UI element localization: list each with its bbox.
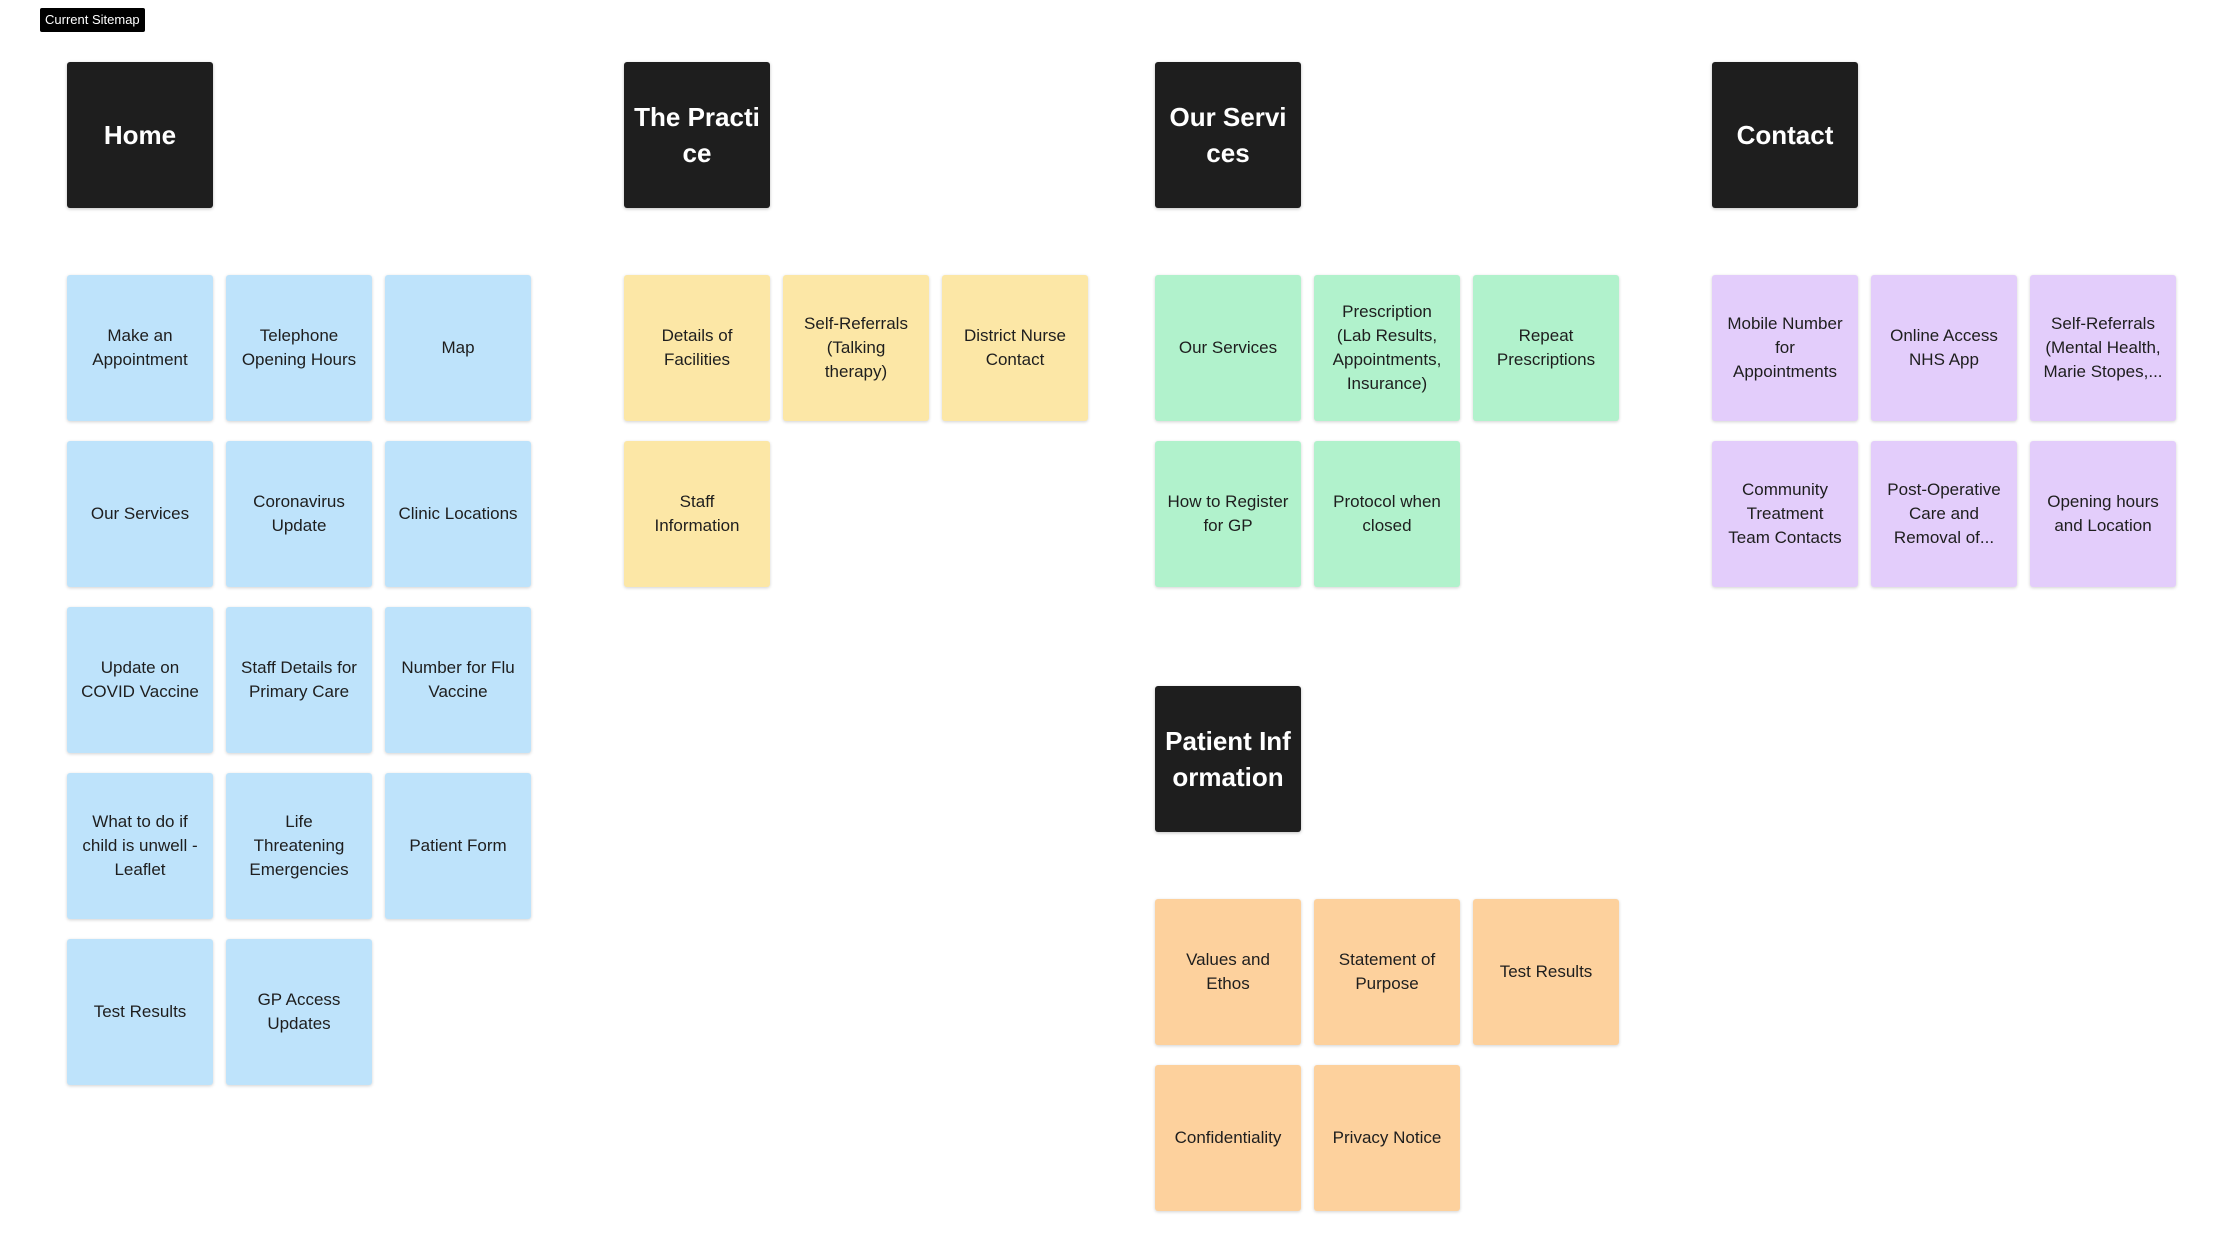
sticky-note[interactable]: Test Results xyxy=(1473,899,1619,1045)
sticky-note[interactable]: District Nurse Contact xyxy=(942,275,1088,421)
sticky-note[interactable]: Test Results xyxy=(67,939,213,1085)
sticky-note[interactable]: Values and Ethos xyxy=(1155,899,1301,1045)
sticky-note[interactable]: Staff Information xyxy=(624,441,770,587)
sticky-note[interactable]: Repeat Prescriptions xyxy=(1473,275,1619,421)
sticky-note[interactable]: Coronavirus Update xyxy=(226,441,372,587)
sticky-note[interactable]: Self-Referrals (Mental Health, Marie Sto… xyxy=(2030,275,2176,421)
sticky-note[interactable]: Patient Form xyxy=(385,773,531,919)
sticky-note[interactable]: Make an Appointment xyxy=(67,275,213,421)
sticky-note[interactable]: Post-Operative Care and Removal of... xyxy=(1871,441,2017,587)
sticky-note[interactable]: Mobile Number for Appointments xyxy=(1712,275,1858,421)
sticky-note[interactable]: Confidentiality xyxy=(1155,1065,1301,1211)
sticky-note[interactable]: Our Services xyxy=(1155,275,1301,421)
sticky-note[interactable]: Telephone Opening Hours xyxy=(226,275,372,421)
sticky-note[interactable]: Protocol when closed xyxy=(1314,441,1460,587)
section-header-patient-information[interactable]: Patient Information xyxy=(1155,686,1301,832)
sticky-note[interactable]: Online Access NHS App xyxy=(1871,275,2017,421)
sticky-note[interactable]: Opening hours and Location xyxy=(2030,441,2176,587)
sticky-note[interactable]: Staff Details for Primary Care xyxy=(226,607,372,753)
section-header-contact[interactable]: Contact xyxy=(1712,62,1858,208)
section-header-the-practice[interactable]: The Practice xyxy=(624,62,770,208)
sticky-note[interactable]: Clinic Locations xyxy=(385,441,531,587)
sticky-note[interactable]: Prescription (Lab Results, Appointments,… xyxy=(1314,275,1460,421)
sticky-note[interactable]: Privacy Notice xyxy=(1314,1065,1460,1211)
sticky-note[interactable]: Update on COVID Vaccine xyxy=(67,607,213,753)
sticky-note[interactable]: Map xyxy=(385,275,531,421)
frame-label[interactable]: Current Sitemap xyxy=(40,8,145,32)
sticky-note[interactable]: What to do if child is unwell - Leaflet xyxy=(67,773,213,919)
sticky-note[interactable]: Life Threatening Emergencies xyxy=(226,773,372,919)
section-header-home[interactable]: Home xyxy=(67,62,213,208)
sticky-note[interactable]: Number for Flu Vaccine xyxy=(385,607,531,753)
sticky-note[interactable]: Statement of Purpose xyxy=(1314,899,1460,1045)
sticky-note[interactable]: GP Access Updates xyxy=(226,939,372,1085)
section-header-our-services[interactable]: Our Services xyxy=(1155,62,1301,208)
sticky-note[interactable]: How to Register for GP xyxy=(1155,441,1301,587)
sticky-note[interactable]: Community Treatment Team Contacts xyxy=(1712,441,1858,587)
sticky-note[interactable]: Our Services xyxy=(67,441,213,587)
sticky-note[interactable]: Details of Facilities xyxy=(624,275,770,421)
sticky-note[interactable]: Self-Referrals (Talking therapy) xyxy=(783,275,929,421)
